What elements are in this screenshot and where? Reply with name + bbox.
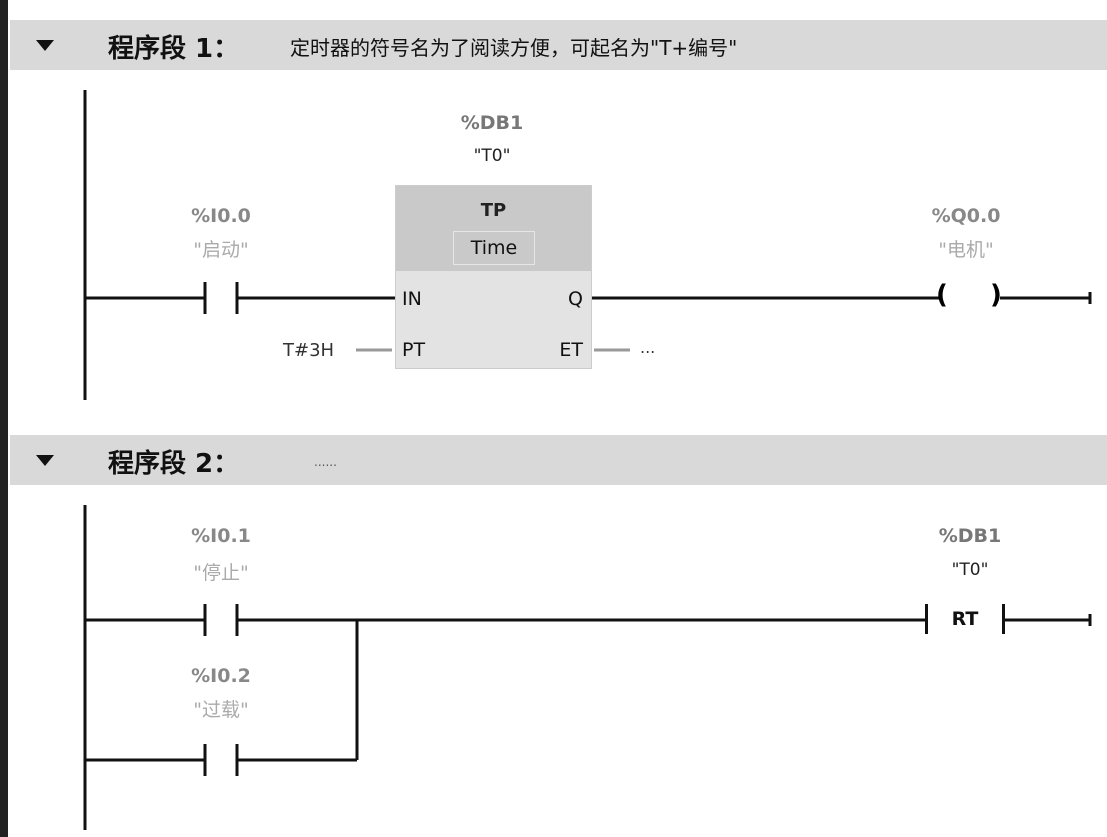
editor-left-border: [0, 0, 8, 837]
network-2-title: 程序段 2：: [108, 449, 240, 479]
et-value[interactable]: ...: [640, 338, 656, 357]
reset-db-symbol[interactable]: "T0": [951, 560, 989, 580]
timer-db-symbol[interactable]: "T0": [473, 146, 511, 166]
contact-address[interactable]: %I0.1: [191, 525, 251, 547]
coil-symbol[interactable]: "电机": [938, 239, 994, 261]
coil-address[interactable]: %Q0.0: [931, 205, 1001, 227]
network-1-comment[interactable]: 定时器的符号名为了阅读方便，可起名为"T+编号": [290, 36, 738, 60]
contact-symbol[interactable]: "过载": [193, 699, 249, 721]
network-1-title: 程序段 1：: [108, 34, 240, 64]
pin-in: IN: [402, 288, 422, 310]
collapse-triangle-icon[interactable]: [36, 40, 54, 51]
collapse-triangle-icon[interactable]: [36, 455, 54, 466]
reset-timer-coil[interactable]: RT: [925, 604, 1005, 634]
pin-pt: PT: [402, 339, 426, 361]
pin-et: ET: [559, 339, 583, 361]
timer-type: TP: [480, 200, 507, 221]
pin-q: Q: [568, 288, 583, 310]
network-2-comment[interactable]: ......: [314, 455, 337, 469]
coil-right-paren[interactable]: ): [990, 280, 1002, 310]
contact-symbol[interactable]: "停止": [193, 562, 249, 584]
tp-timer-block[interactable]: TP Time IN Q PT ET: [395, 185, 592, 369]
network-1-header[interactable]: [10, 20, 1107, 70]
coil-left-paren[interactable]: (: [936, 280, 948, 310]
timer-block-header: [396, 186, 591, 271]
timer-db-address[interactable]: %DB1: [460, 112, 524, 134]
pt-value[interactable]: T#3H: [283, 340, 335, 361]
reset-db-address[interactable]: %DB1: [938, 525, 1002, 547]
timer-data-type-select[interactable]: Time: [453, 231, 535, 265]
contact-address[interactable]: %I0.2: [191, 665, 251, 687]
network-2-header[interactable]: [10, 435, 1107, 485]
contact-address[interactable]: %I0.0: [191, 205, 251, 227]
contact-symbol[interactable]: "启动": [193, 239, 249, 261]
